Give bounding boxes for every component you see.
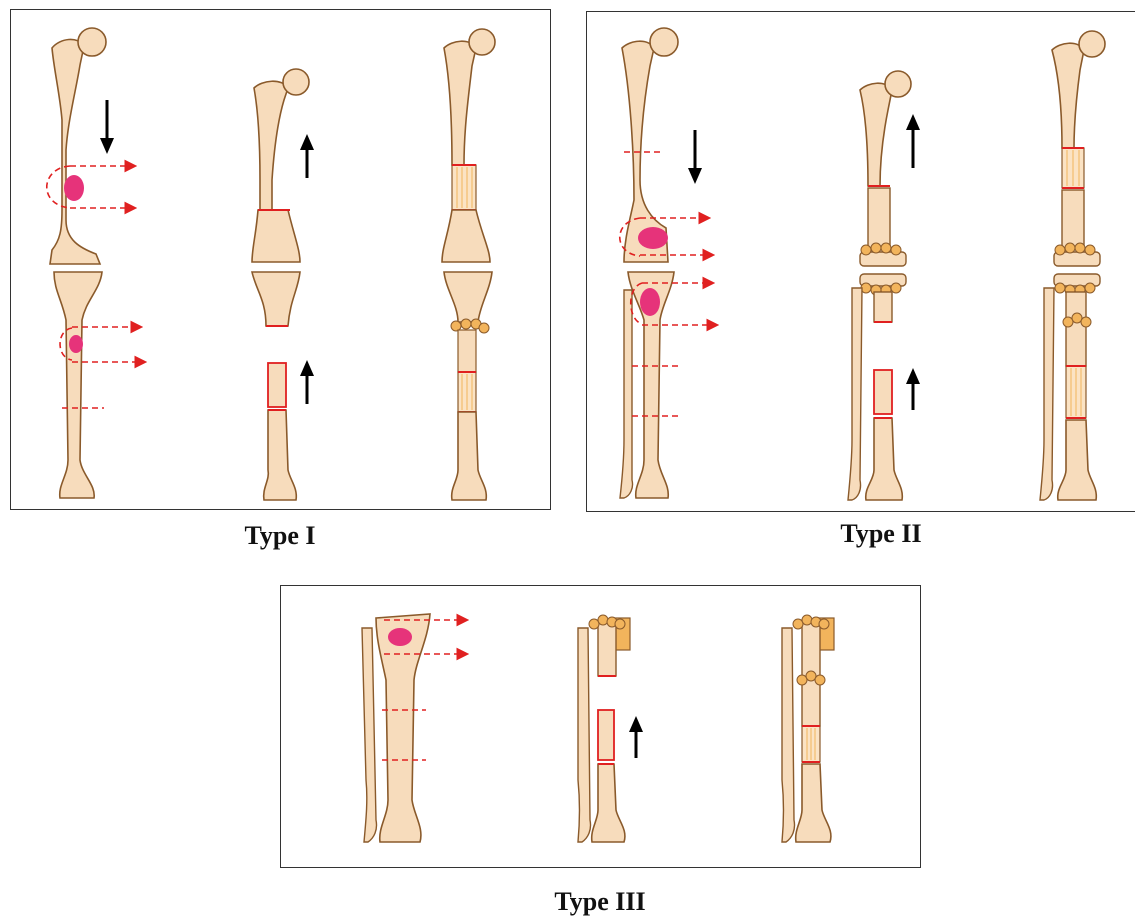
tumor-icon [69,335,83,353]
transport-arrow-icon [629,716,643,758]
transport-arrow-icon [100,100,114,154]
type1-tibia-left [54,272,102,498]
transport-arrow-icon [688,130,702,184]
type2-leg-middle [848,71,911,500]
transport-arrow-icon [906,114,920,410]
type1-femur-left [50,28,106,264]
transport-arrow-icon [300,134,314,404]
type3-tibia-right [782,615,834,842]
type3-tibia-middle [578,615,630,842]
tumor-icon [64,175,84,201]
type3-tibia-left [362,614,430,842]
tumor-icon [638,227,668,249]
type1-femur-middle [252,69,309,500]
tumor-icon [388,628,412,646]
tumor-icon [640,288,660,316]
type1-reconstructed [442,29,495,500]
type2-leg-left [620,28,678,498]
type2-leg-right [1040,31,1105,500]
